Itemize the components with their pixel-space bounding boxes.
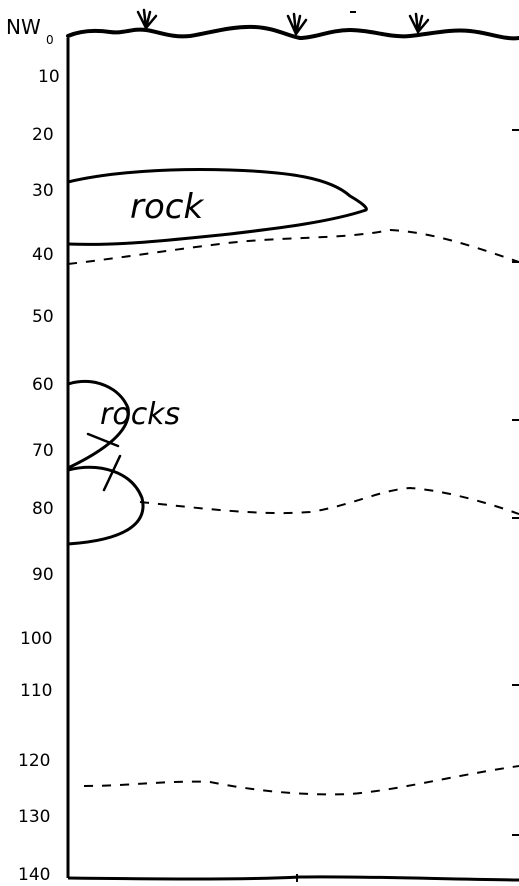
- ground-surface-line: [66, 24, 519, 41]
- depth-label: 110: [20, 681, 52, 701]
- horizon-boundary-dashed: [67, 228, 519, 265]
- depth-label: 130: [18, 807, 50, 827]
- rocks-outline-upper: [67, 380, 130, 470]
- depth-label: 70: [32, 441, 54, 461]
- depth-label: 80: [32, 499, 54, 519]
- right-edge-ticks: [512, 129, 519, 836]
- grass-tuft-icon: [286, 12, 308, 36]
- depth-label: 40: [32, 245, 54, 265]
- bottom-baseline: [67, 875, 519, 882]
- depth-label: 90: [32, 565, 54, 585]
- depth-label: 60: [32, 375, 54, 395]
- rock-label: rock: [130, 187, 204, 227]
- depth-label: 10: [38, 67, 60, 87]
- depth-label: 120: [18, 751, 50, 771]
- rock-outline: [67, 168, 368, 246]
- surface-depth-label: 0: [46, 33, 54, 47]
- rocks-outline-lower: [67, 465, 145, 546]
- horizon-boundary-dashed: [83, 765, 519, 796]
- depth-label: 20: [32, 125, 54, 145]
- depth-label: 100: [20, 629, 52, 649]
- grass-tuft-icon: [136, 8, 158, 30]
- grass-tuft-icon: [408, 12, 430, 34]
- orientation-label: NW: [6, 15, 41, 39]
- depth-label: 140: [18, 865, 50, 885]
- rocks-cross-marks: [86, 432, 122, 492]
- horizon-boundary-dashed: [139, 486, 519, 515]
- depth-label: 30: [32, 181, 54, 201]
- depth-label: 50: [32, 307, 54, 327]
- rocks-label: rocks: [100, 397, 180, 432]
